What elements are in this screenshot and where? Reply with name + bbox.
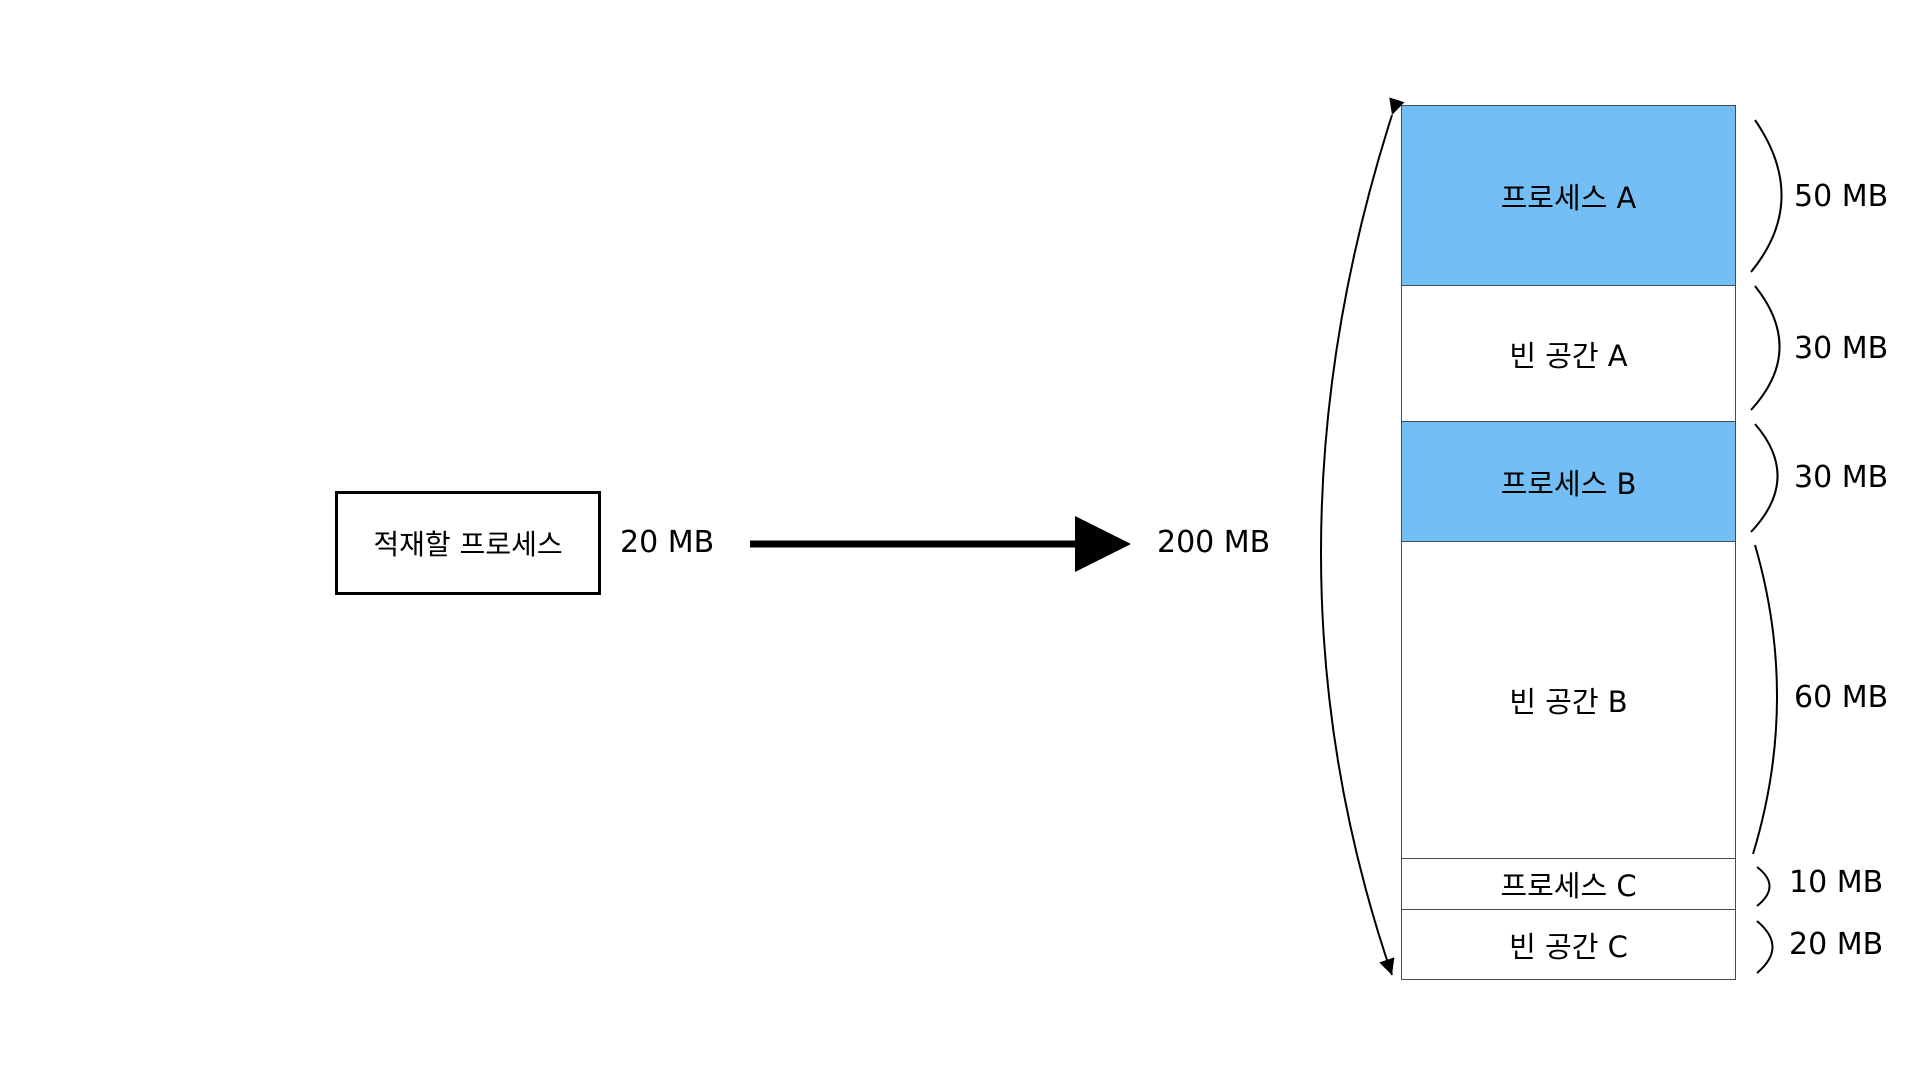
segment-brace bbox=[1756, 920, 1774, 974]
memory-segment-free-c: 빈 공간 C bbox=[1402, 910, 1735, 980]
segment-brace bbox=[1752, 544, 1778, 855]
segment-label: 빈 공간 C bbox=[1509, 929, 1628, 964]
segment-size-label: 20 MB bbox=[1789, 927, 1884, 962]
segment-size-label: 30 MB bbox=[1794, 460, 1889, 495]
memory-segment-free-b: 빈 공간 B bbox=[1402, 542, 1735, 859]
incoming-process-size: 20 MB bbox=[620, 525, 715, 560]
segment-size-label: 10 MB bbox=[1789, 865, 1884, 900]
memory-segment-process-b: 프로세스 B bbox=[1402, 422, 1735, 542]
segment-label: 빈 공간 A bbox=[1509, 338, 1628, 373]
incoming-process-label: 적재할 프로세스 bbox=[373, 528, 563, 561]
segment-label: 빈 공간 B bbox=[1509, 685, 1628, 719]
segment-brace bbox=[1750, 423, 1779, 533]
memory-block: 프로세스 A 빈 공간 A 프로세스 B 빈 공간 B 프로세스 C 빈 공간 … bbox=[1401, 105, 1736, 980]
segment-label: 프로세스 A bbox=[1500, 180, 1637, 215]
segment-label: 프로세스 B bbox=[1500, 466, 1637, 501]
segment-brace bbox=[1756, 866, 1771, 907]
segment-size-label: 30 MB bbox=[1794, 331, 1889, 366]
incoming-process-box: 적재할 프로세스 bbox=[335, 491, 601, 595]
total-size-bracket-arrow bbox=[1320, 97, 1405, 976]
segment-label: 프로세스 C bbox=[1500, 869, 1637, 903]
segment-brace bbox=[1750, 119, 1783, 273]
segment-size-label: 60 MB bbox=[1794, 680, 1889, 715]
memory-total-size: 200 MB bbox=[1157, 525, 1271, 560]
memory-segment-process-a: 프로세스 A bbox=[1402, 106, 1735, 286]
memory-segment-free-a: 빈 공간 A bbox=[1402, 286, 1735, 422]
segment-size-label: 50 MB bbox=[1794, 179, 1889, 214]
segment-brace bbox=[1750, 285, 1781, 411]
memory-segment-process-c: 프로세스 C bbox=[1402, 859, 1735, 910]
